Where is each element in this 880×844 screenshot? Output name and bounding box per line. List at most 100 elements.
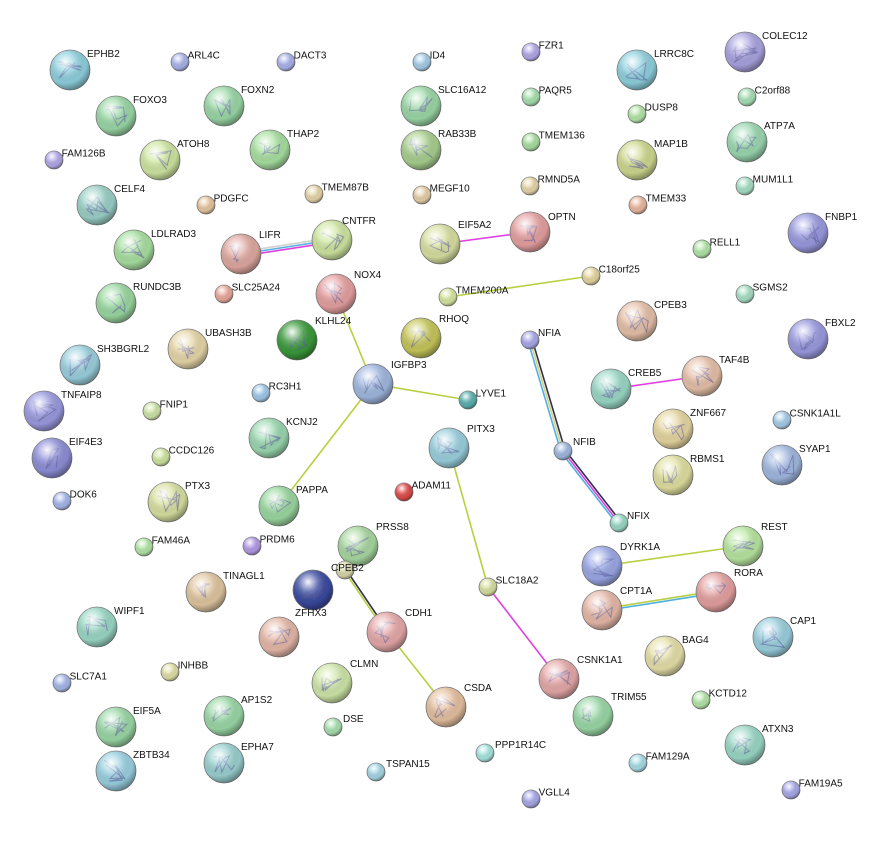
- node-pdgfc[interactable]: PDGFC: [196, 193, 249, 215]
- node-zbtb34[interactable]: ZBTB34: [95, 750, 170, 792]
- node-dact3[interactable]: DACT3: [276, 50, 327, 72]
- node-creb5[interactable]: CREB5: [590, 368, 662, 410]
- edge-TMEM200A-C18orf25[interactable]: [447, 275, 592, 298]
- node-tinagl1[interactable]: TINAGL1: [185, 571, 265, 613]
- node-igfbp3[interactable]: IGFBP3: [352, 360, 427, 405]
- node-foxo3[interactable]: FOXO3: [95, 95, 167, 137]
- node-prdm6[interactable]: PRDM6: [242, 534, 295, 556]
- node-arl4c[interactable]: ARL4C: [170, 50, 220, 72]
- node-fnip1[interactable]: FNIP1: [142, 399, 188, 421]
- node-colec12[interactable]: COLEC12: [724, 31, 808, 73]
- node-kctd12[interactable]: KCTD12: [691, 688, 747, 710]
- node-csnk1a1l[interactable]: CSNK1A1L: [772, 408, 841, 430]
- node-dusp8[interactable]: DUSP8: [627, 102, 678, 124]
- node-wipf1[interactable]: WIPF1: [76, 606, 145, 648]
- node-cpt1a[interactable]: CPT1A: [581, 586, 653, 631]
- node-celf4[interactable]: CELF4: [76, 184, 146, 226]
- node-lyve1[interactable]: LYVE1: [458, 388, 506, 410]
- node-tspan15[interactable]: TSPAN15: [366, 759, 430, 782]
- node-syap1[interactable]: SYAP1: [761, 444, 831, 486]
- node-dok6[interactable]: DOK6: [52, 489, 97, 511]
- node-klhl24[interactable]: KLHL24: [276, 316, 352, 361]
- node-cntfr[interactable]: CNTFR: [311, 216, 376, 261]
- node-prss8[interactable]: PRSS8: [337, 522, 409, 567]
- node-ephb2[interactable]: EPHB2: [49, 49, 120, 91]
- node-slc7a1[interactable]: SLC7A1: [52, 671, 107, 693]
- node-eif5a[interactable]: EIF5A: [95, 706, 161, 748]
- node-inhbb[interactable]: INHBB: [160, 660, 209, 682]
- node-dse[interactable]: DSE: [323, 714, 364, 737]
- node-cpeb2[interactable]: CPEB2: [331, 560, 364, 580]
- node-rc3h1[interactable]: RC3H1: [251, 381, 302, 403]
- node-paqr5[interactable]: PAQR5: [521, 85, 572, 107]
- node-sgms2[interactable]: SGMS2: [735, 282, 788, 304]
- node-clmn[interactable]: CLMN: [311, 659, 378, 704]
- node-megf10[interactable]: MEGF10: [412, 183, 470, 205]
- node-taf4b[interactable]: TAF4B: [681, 355, 750, 397]
- node-nox4[interactable]: NOX4: [315, 270, 382, 315]
- node-ccdc126[interactable]: CCDC126: [151, 445, 215, 467]
- node-lifr[interactable]: LIFR: [220, 230, 281, 275]
- node-ap1s2[interactable]: AP1S2: [203, 695, 273, 737]
- node-rhoq[interactable]: RHOQ: [400, 314, 469, 359]
- node-c2orf88[interactable]: C2orf88: [737, 85, 791, 107]
- node-atxn3[interactable]: ATXN3: [724, 724, 794, 766]
- node-tmem136[interactable]: TMEM136: [521, 130, 585, 152]
- edge-NFIA-NFIB[interactable]: [527, 339, 566, 452]
- node-zfhx3[interactable]: ZFHX3: [292, 569, 334, 619]
- node-thap2[interactable]: THAP2: [249, 129, 320, 171]
- node-csda[interactable]: CSDA: [425, 683, 492, 728]
- node-rundc3b[interactable]: RUNDC3B: [95, 282, 182, 324]
- node-znf667[interactable]: ZNF667: [652, 408, 727, 450]
- node-kcnj2[interactable]: KCNJ2: [248, 417, 318, 459]
- node-tnfaip8[interactable]: TNFAIP8: [23, 390, 102, 432]
- node-ubash3b[interactable]: UBASH3B: [167, 328, 252, 370]
- node-cdh1[interactable]: CDH1: [366, 608, 433, 653]
- node-fnbp1[interactable]: FNBP1: [787, 212, 858, 254]
- node-map1b[interactable]: MAP1B: [616, 139, 688, 181]
- node-nfia[interactable]: NFIA: [520, 328, 561, 350]
- node-rell1[interactable]: RELL1: [692, 237, 741, 259]
- node-atp7a[interactable]: ATP7A: [726, 121, 795, 163]
- node-foxn2[interactable]: FOXN2: [203, 85, 275, 127]
- node-bag4[interactable]: BAG4: [644, 635, 709, 677]
- node-id4[interactable]: ID4: [412, 50, 446, 72]
- node-optn[interactable]: OPTN: [509, 211, 576, 253]
- edge-PITX3-SLC18A2[interactable]: [448, 447, 489, 588]
- node-nfib[interactable]: NFIB: [553, 437, 596, 461]
- node-sh3bgrl2[interactable]: SH3BGRL2: [59, 344, 150, 386]
- node-rmnd5a[interactable]: RMND5A: [520, 174, 580, 196]
- node-nfix[interactable]: NFIX: [609, 511, 650, 533]
- node-eif5a2[interactable]: EIF5A2: [419, 220, 492, 265]
- node-fam46a[interactable]: FAM46A: [134, 535, 190, 557]
- node-rest[interactable]: REST: [722, 522, 788, 567]
- node-eif4e3[interactable]: EIF4E3: [31, 437, 103, 479]
- node-c18orf25[interactable]: C18orf25: [581, 264, 640, 286]
- node-vgll4[interactable]: VGLL4: [521, 787, 570, 809]
- node-cpeb3[interactable]: CPEB3: [616, 300, 687, 342]
- node-ppp1r14c[interactable]: PPP1R14C: [475, 740, 546, 763]
- node-slc18a2[interactable]: SLC18A2: [478, 575, 539, 597]
- node-cap1[interactable]: CAP1: [752, 616, 817, 658]
- node-tmem33[interactable]: TMEM33: [628, 193, 687, 215]
- node-fam129a[interactable]: FAM129A: [628, 751, 690, 773]
- node-lrrc8c[interactable]: LRRC8C: [616, 49, 694, 91]
- node-fam126b[interactable]: FAM126B: [44, 148, 106, 170]
- node-rab33b[interactable]: RAB33B: [400, 129, 477, 171]
- node-epha7[interactable]: EPHA7: [203, 742, 274, 784]
- node-tmem200a[interactable]: TMEM200A: [438, 285, 509, 307]
- node-tmem87b[interactable]: TMEM87B: [304, 182, 369, 204]
- node-fzr1[interactable]: FZR1: [521, 40, 564, 62]
- node-unlabeled[interactable]: [258, 616, 300, 658]
- edge-NFIB-NFIX[interactable]: [560, 449, 622, 525]
- node-fam19a5[interactable]: FAM19A5: [781, 778, 843, 800]
- node-rbms1[interactable]: RBMS1: [652, 454, 725, 496]
- node-pappa[interactable]: PAPPA: [258, 485, 328, 527]
- edge-IGFBP3-PAPPA[interactable]: [278, 383, 374, 507]
- node-ptx3[interactable]: PTX3: [147, 481, 210, 523]
- node-fbxl2[interactable]: FBXL2: [787, 318, 856, 360]
- node-dyrk1a[interactable]: DYRK1A: [581, 542, 660, 587]
- node-ldlrad3[interactable]: LDLRAD3: [113, 229, 196, 271]
- node-atoh8[interactable]: ATOH8: [139, 139, 210, 181]
- node-csnk1a1[interactable]: CSNK1A1: [538, 655, 623, 700]
